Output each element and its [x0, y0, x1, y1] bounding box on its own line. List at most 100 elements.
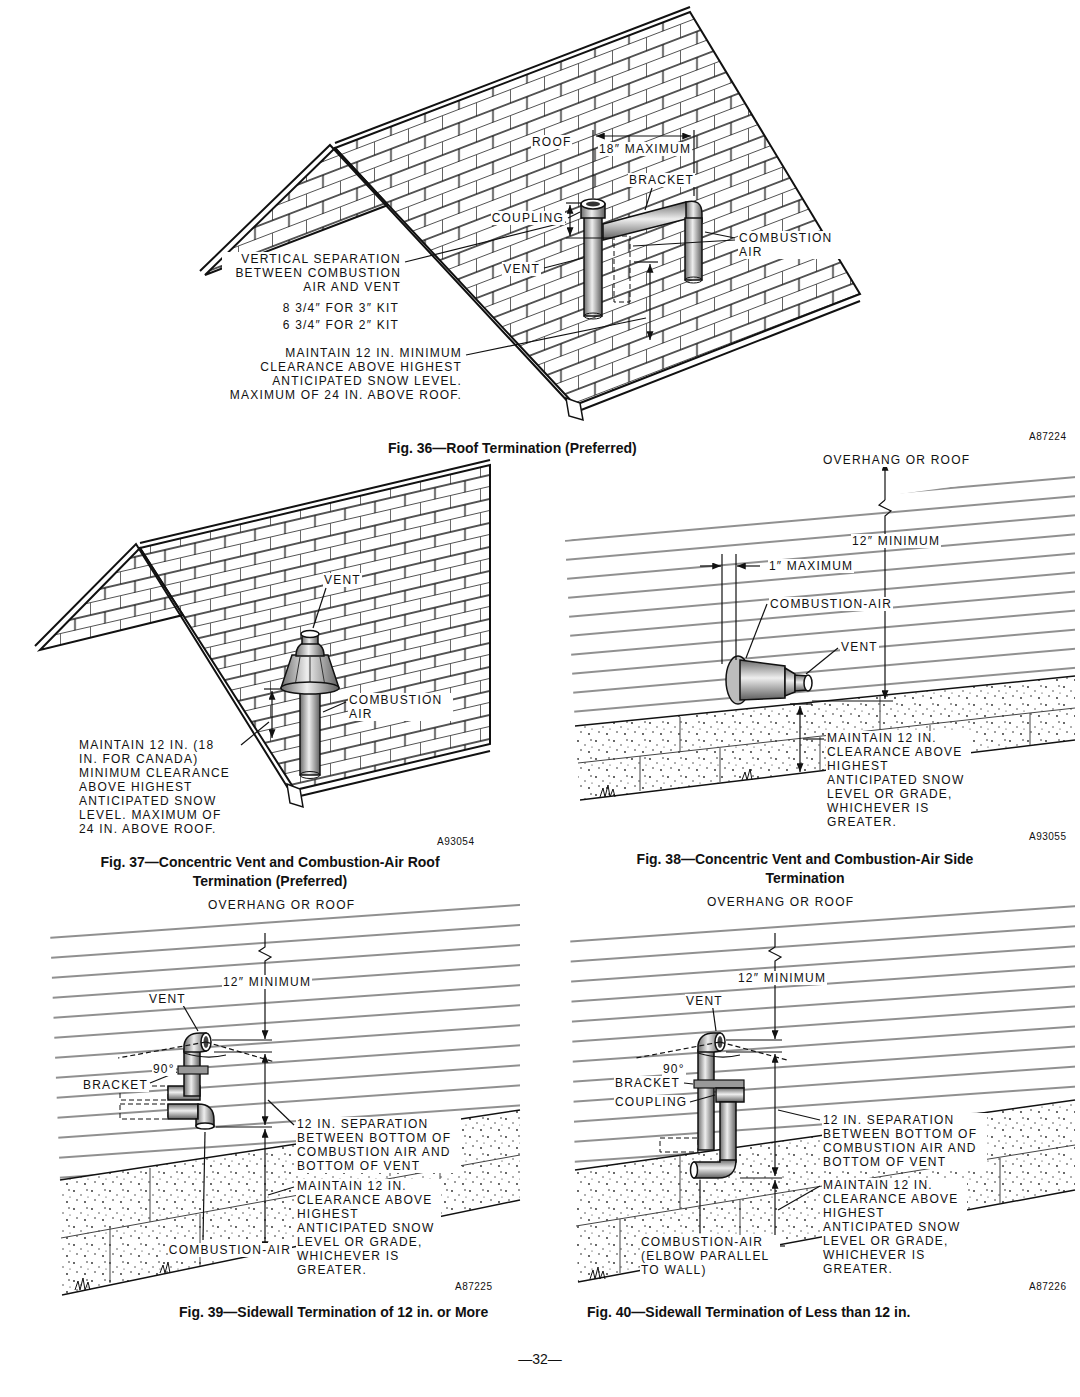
dimension-lines [649, 264, 650, 340]
part-label: OVERHANG OR ROOF [207, 898, 356, 912]
part-label: OVERHANG OR ROOF [822, 453, 971, 467]
dimension-lines [698, 1053, 740, 1057]
leader-lines [241, 588, 346, 745]
concentric-side-vent [785, 668, 795, 696]
part-label: COMBUSTION-AIR (ELBOW PARALLEL TO WALL) [640, 1235, 780, 1277]
dimension-note: VERTICAL SEPARATION BETWEEN COMBUSTION A… [222, 252, 402, 294]
vent-pipe [586, 201, 600, 206]
dimension-lines [721, 554, 722, 664]
dimension-lines [264, 688, 282, 689]
leader-lines [568, 212, 580, 218]
part-label: VENT [323, 573, 362, 587]
part-label: COMBUSTION-AIR [769, 597, 893, 611]
combustion-air-pipe [603, 202, 690, 240]
leader-lines [466, 318, 646, 355]
figure-code: A93054 [436, 836, 475, 848]
wall-illustration [160, 1262, 170, 1273]
vent-pipe [698, 1050, 714, 1150]
wall-illustration [742, 769, 752, 780]
combustion-air-pipe [603, 201, 702, 302]
wall-illustration [1030, 713, 1031, 745]
dimension-lines [566, 130, 694, 340]
dimension-lines [206, 1042, 275, 1062]
combustion-air-pipe [685, 277, 702, 283]
dimension-lines [774, 1054, 775, 1176]
part-label: COMBUSTION AIR [738, 231, 843, 259]
concentric-vent [300, 772, 320, 779]
leader-lines [778, 1186, 820, 1210]
roof-illustration [287, 784, 303, 807]
dimension-lines [264, 689, 282, 738]
wall-illustration [590, 1267, 605, 1279]
combustion-air-pipe [614, 236, 630, 302]
dimension-lines [726, 1039, 782, 1040]
roof-illustration [566, 398, 583, 420]
wall-illustration [575, 1100, 1075, 1282]
clearance-note: MAINTAIN 12 IN. MINIMUM CLEARANCE ABOVE … [218, 346, 463, 402]
combustion-air-pipe [691, 1162, 698, 1178]
leader-lines [405, 222, 566, 262]
leader-lines [778, 1110, 820, 1120]
leader-lines [690, 1095, 715, 1102]
leader-lines [150, 1000, 294, 1240]
vent-pipe [584, 216, 602, 316]
leader-lines [268, 1100, 294, 1125]
dimension-lines [566, 237, 612, 238]
dimension-lines [769, 933, 781, 1039]
leader-lines [684, 1083, 693, 1084]
dimension-lines [740, 1177, 782, 1178]
vent-pipe [581, 199, 605, 319]
leader-lines [313, 588, 326, 628]
figure-code: A93055 [1028, 831, 1067, 843]
figure-caption: Fig. 39—Sidewall Termination of 12 in. o… [178, 1303, 489, 1322]
concentric-vent [281, 682, 339, 694]
wall-illustration [50, 900, 520, 1180]
wall-illustration [680, 1155, 681, 1209]
wall-illustration [62, 1200, 520, 1295]
roof-illustration [140, 460, 490, 543]
dimension-lines [592, 130, 593, 198]
dimension-lines [566, 202, 582, 203]
wall-illustration [600, 785, 615, 797]
part-label: ROOF [531, 135, 572, 149]
combustion-air-pipe [691, 1080, 745, 1178]
concentric-side-vent [726, 656, 812, 704]
wall-illustration [640, 756, 641, 791]
dimension-label: 18″ MAXIMUM [598, 142, 692, 156]
vent-pipe [584, 313, 602, 319]
roof-illustration [576, 301, 860, 412]
roof-illustration [296, 751, 490, 797]
leader-lines [746, 604, 767, 658]
figure-caption: Fig. 40—Sidewall Termination of Less tha… [586, 1303, 911, 1322]
dimension-lines [596, 135, 691, 136]
leader-lines [241, 722, 269, 745]
part-label: VENT [840, 640, 879, 654]
dimension-label: 6 3/4″ FOR 2″ KIT [282, 318, 400, 332]
vent-pipe [660, 1138, 698, 1152]
concentric-vent [281, 631, 339, 779]
combustion-air-pipe [168, 1104, 198, 1119]
vent-pipe [581, 199, 605, 209]
dimension-label: 12″ MINIMUM [737, 971, 827, 985]
clearance-note: MAINTAIN 12 IN. (18 IN. FOR CANADA) MINI… [78, 738, 238, 836]
dimension-note: 12 IN. SEPARATION BETWEEN BOTTOM OF COMB… [822, 1113, 987, 1169]
wall-illustration [200, 1214, 201, 1266]
dimension-lines [700, 565, 721, 566]
leader-lines [323, 702, 346, 712]
wall-illustration [50, 900, 520, 1295]
combustion-air-pipe [694, 1080, 744, 1088]
concentric-vent [300, 688, 320, 775]
leader-lines [633, 240, 735, 246]
leader-lines [684, 1002, 820, 1233]
combustion-air-pipe [196, 1123, 214, 1129]
dimension-lines [700, 462, 893, 772]
leader-lines [645, 188, 652, 210]
part-label: BRACKET [628, 173, 695, 187]
dimension-label: 8 3/4″ FOR 3″ KIT [282, 301, 400, 315]
leader-lines [746, 604, 838, 739]
wall-illustration [680, 717, 681, 752]
concentric-vent [295, 657, 300, 686]
dimension-lines [184, 1053, 226, 1057]
part-label: VENT [148, 992, 187, 1006]
concentric-vent [320, 657, 325, 686]
